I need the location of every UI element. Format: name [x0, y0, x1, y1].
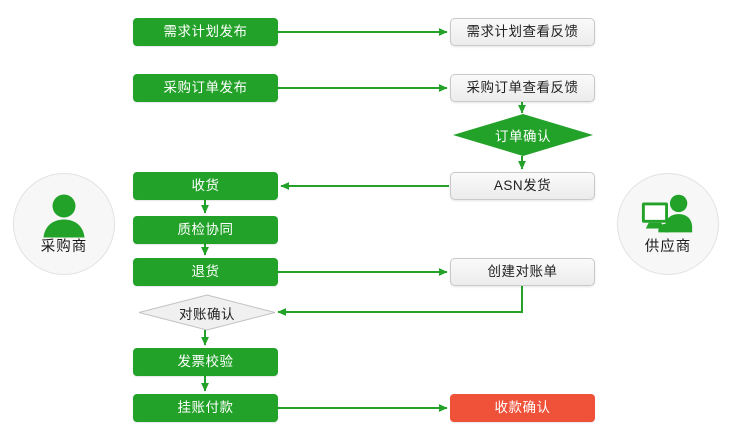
node-demand-plan-publish[interactable]: 需求计划发布 — [133, 18, 278, 46]
actor-buyer[interactable]: 采购商 — [13, 173, 115, 275]
node-statement-confirm[interactable]: 对账确认 — [138, 294, 276, 331]
node-demand-plan-feedback[interactable]: 需求计划查看反馈 — [450, 18, 595, 46]
node-label: 需求计划查看反馈 — [466, 24, 579, 40]
node-label: 创建对账单 — [487, 264, 558, 280]
node-create-statement[interactable]: 创建对账单 — [450, 258, 595, 286]
actor-buyer-label: 采购商 — [40, 239, 88, 256]
node-asn-shipment[interactable]: ASN发货 — [450, 172, 595, 200]
actor-supplier[interactable]: 供应商 — [617, 173, 719, 275]
node-return-goods[interactable]: 退货 — [133, 258, 278, 286]
person-icon — [36, 193, 92, 239]
node-purchase-order-feedback[interactable]: 采购订单查看反馈 — [450, 74, 595, 102]
node-label: 采购订单发布 — [163, 80, 248, 96]
node-label: 收款确认 — [494, 400, 551, 416]
actor-supplier-label: 供应商 — [644, 239, 692, 256]
node-label: 挂账付款 — [177, 400, 234, 416]
node-label: 收货 — [191, 178, 220, 194]
node-payment-posting[interactable]: 挂账付款 — [133, 394, 278, 422]
node-label: 发票校验 — [177, 354, 234, 370]
node-label: 需求计划发布 — [163, 24, 248, 40]
node-order-confirm[interactable]: 订单确认 — [453, 114, 593, 156]
node-purchase-order-publish[interactable]: 采购订单发布 — [133, 74, 278, 102]
person-at-computer-icon — [640, 193, 696, 239]
node-receive-goods[interactable]: 收货 — [133, 172, 278, 200]
node-label: 采购订单查看反馈 — [466, 80, 579, 96]
node-invoice-verify[interactable]: 发票校验 — [133, 348, 278, 376]
node-label: 退货 — [191, 264, 220, 280]
node-receipt-confirm[interactable]: 收款确认 — [450, 394, 595, 422]
node-label: 质检协同 — [177, 222, 234, 238]
node-label: 对账确认 — [179, 306, 235, 322]
node-label: ASN发货 — [493, 178, 552, 194]
node-quality-collaboration[interactable]: 质检协同 — [133, 216, 278, 244]
node-label: 订单确认 — [495, 129, 551, 144]
edge-statement-to-confirm — [277, 286, 523, 316]
